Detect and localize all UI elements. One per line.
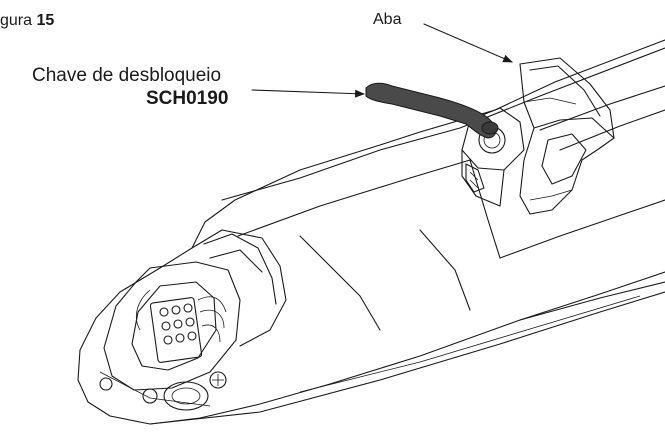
figure-number: 15 bbox=[36, 12, 55, 29]
release-key-code-label: SCH0190 bbox=[146, 88, 229, 109]
release-key-callout-label: Chave de desbloqueio bbox=[32, 65, 222, 86]
figure-label: gura 15 bbox=[0, 13, 54, 29]
tab-leader-arrow bbox=[423, 23, 513, 63]
figure-prefix: gura bbox=[0, 12, 33, 29]
terminal-compartment bbox=[99, 229, 287, 411]
tab-callout-label: Aba bbox=[373, 11, 402, 28]
release-key-leader-arrow bbox=[251, 89, 365, 98]
release-key-handle bbox=[365, 82, 499, 139]
tab-flap bbox=[519, 57, 615, 215]
operator-housing bbox=[77, 39, 665, 425]
